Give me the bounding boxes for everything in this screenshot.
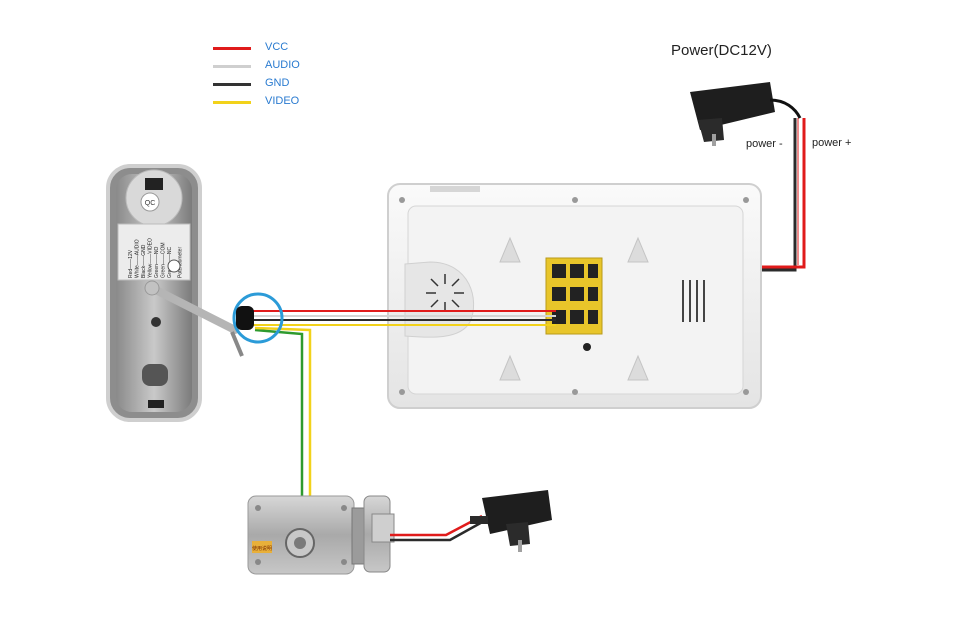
legend-swatch-gnd [213, 83, 251, 86]
screw-icon [743, 389, 749, 395]
cable-arm [148, 284, 239, 334]
power-adapter-top [690, 82, 802, 146]
screw-icon [255, 559, 261, 565]
screw-icon [743, 197, 749, 203]
wire-lock-green [254, 328, 304, 500]
adapter-plug-face [506, 522, 530, 546]
screw-icon [572, 197, 578, 203]
sticker-line: White——AUDIO [135, 239, 141, 278]
power-minus-label: power - [746, 138, 783, 150]
lock-tag [252, 541, 272, 553]
camera-slot [145, 178, 163, 190]
power-plus-label: power + [812, 137, 852, 149]
connector-highlight [232, 292, 284, 344]
connector-plug [236, 306, 254, 330]
rain-cover [142, 364, 168, 386]
mount-slot [627, 236, 649, 263]
vent-slots [682, 280, 705, 322]
mount-slot [499, 236, 521, 263]
bottom-screw [148, 400, 164, 408]
connector-ports [552, 264, 598, 324]
screw-icon [399, 197, 405, 203]
legend-label-gnd: GND [265, 77, 290, 89]
screw-icon [341, 505, 347, 511]
sticker-line: Green——COM [161, 242, 167, 278]
screw-icon [399, 389, 405, 395]
qc-sticker [140, 192, 160, 212]
adapter-cable [769, 98, 802, 119]
adapter-cable-end [470, 516, 488, 524]
lock-tag-text: 使用说明 [252, 545, 272, 552]
sticker-line: Black——GND [141, 244, 147, 278]
potentiometer-label: Potentiometer [178, 247, 184, 278]
qc-label: QC [145, 200, 156, 207]
legend-swatch-vcc [213, 47, 251, 50]
power-adapter-bottom [470, 490, 552, 552]
lock-bolt [371, 513, 395, 543]
legend-swatch-video [213, 101, 251, 104]
screw-icon [341, 559, 347, 565]
speaker-grille-icon [426, 274, 464, 312]
legend-label-audio: AUDIO [265, 59, 300, 71]
cable-tail [230, 331, 244, 357]
adapter-prong [518, 540, 522, 552]
screw-icon [572, 389, 578, 395]
lock-wire-black [390, 518, 487, 542]
screw-icon [255, 505, 261, 511]
reset-hole [583, 343, 591, 351]
cable-pivot [144, 280, 160, 296]
mount-slot [627, 354, 649, 381]
sticker-line: Red——12V [128, 249, 134, 278]
monitor-top-tab [430, 186, 480, 192]
power-title: Power(DC12V) [671, 42, 772, 59]
adapter-prong [712, 134, 716, 146]
adapter-plug-face [698, 118, 724, 142]
potentiometer-icon [167, 259, 181, 273]
sticker-line: Green——NO [154, 246, 160, 278]
mount-slot [499, 354, 521, 381]
electric-lock: 使用说明 [247, 495, 395, 575]
mount-hole [151, 317, 161, 327]
lock-wires [254, 326, 312, 500]
signal-wires [250, 310, 556, 326]
indoor-monitor [387, 183, 762, 409]
wire-lock-yellow [254, 326, 312, 500]
legend-swatch-audio [213, 65, 251, 68]
adapter-body [690, 82, 775, 130]
lock-keyhole-icon [294, 537, 306, 549]
adapter-body [482, 490, 552, 534]
connector-highlight-ring [232, 292, 284, 344]
legend-label-video: VIDEO [265, 95, 300, 107]
legend-label-vcc: VCC [265, 41, 289, 53]
lock-wire-red [390, 514, 483, 537]
sticker-line: Yellow——VIDEO [148, 238, 154, 278]
